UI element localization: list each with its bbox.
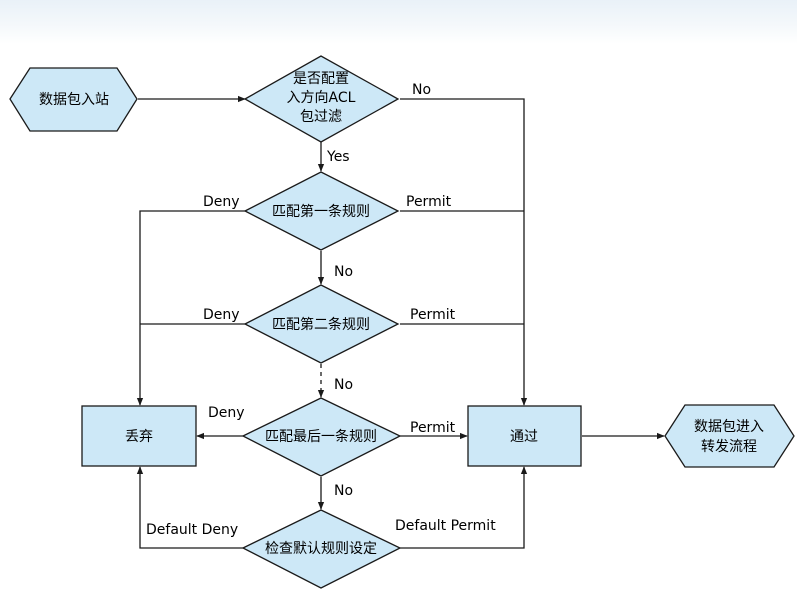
drop-label: 丢弃 — [125, 429, 153, 445]
start-label: 数据包入站 — [39, 92, 109, 108]
header-band — [0, 0, 797, 44]
edge-default-permit — [400, 466, 528, 549]
edge-label-rule2-permit: Permit — [410, 307, 456, 323]
default-rule-label: 检查默认规则设定 — [265, 541, 377, 557]
edge-label-default-deny: Default Deny — [146, 522, 238, 538]
start-hexagon — [9, 67, 138, 132]
forward-hexagon — [664, 404, 795, 468]
edge-label-default-permit: Default Permit — [395, 518, 496, 534]
edge-label-rule1-deny: Deny — [203, 194, 240, 210]
shapes — [9, 55, 795, 589]
forward-label-line2: 转发流程 — [701, 439, 757, 455]
connectors — [136, 95, 665, 549]
edge-acl-no — [400, 98, 528, 406]
edge-default-deny — [136, 466, 243, 549]
rule1-diamond — [243, 171, 400, 251]
edge-label-rule1-permit: Permit — [406, 194, 452, 210]
rule1-label: 匹配第一条规则 — [272, 203, 370, 220]
forward-label-line1: 数据包进入 — [694, 419, 764, 435]
acl-check-diamond — [243, 55, 400, 143]
rule2-label: 匹配第二条规则 — [272, 316, 370, 333]
acl-check-label-line3: 包过滤 — [300, 109, 342, 125]
pass-box — [467, 405, 582, 467]
edge-label-last-deny: Deny — [208, 405, 245, 421]
edge-label-last-permit: Permit — [410, 420, 456, 436]
edge-rule1-deny — [136, 210, 245, 406]
edge-labels: No Yes Deny Permit No Deny Permit No Den… — [146, 82, 496, 538]
edge-label-last-no: No — [334, 483, 353, 499]
rule2-diamond — [243, 284, 400, 364]
edge-label-rule2-deny: Deny — [203, 307, 240, 323]
acl-check-label-line2: 入方向ACL — [287, 90, 356, 106]
edge-label-rule2-no: No — [334, 377, 353, 393]
rule-last-label: 匹配最后一条规则 — [265, 428, 377, 445]
edge-label-rule1-no: No — [334, 264, 353, 280]
rule-last-diamond — [241, 397, 402, 477]
default-rule-diamond — [241, 509, 402, 589]
node-labels: 数据包入站 是否配置 入方向ACL 包过滤 匹配第一条规则 匹配第二条规则 匹配… — [39, 71, 764, 557]
drop-box — [81, 405, 197, 467]
pass-label: 通过 — [510, 429, 538, 445]
edge-label-acl-no: No — [412, 82, 431, 98]
edge-label-acl-yes: Yes — [326, 149, 350, 165]
acl-check-label-line1: 是否配置 — [293, 71, 349, 87]
